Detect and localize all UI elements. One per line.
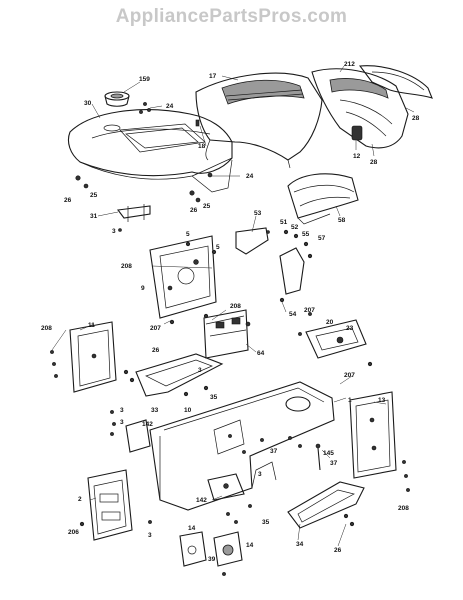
callout-25-right: 25 [203,203,211,210]
callout-24-lower: 24 [246,173,254,180]
hood-part[interactable] [67,109,233,193]
pivot-bolt-part[interactable] [288,436,321,471]
callout-3-b: 3 [120,419,124,426]
callout-17: 17 [209,73,217,80]
callout-34: 34 [296,541,304,548]
callout-25: 25 [90,192,98,199]
callout-33: 33 [151,407,159,414]
callout-26-right: 26 [190,207,198,214]
callout-207: 207 [150,325,161,332]
front-bracket-part[interactable] [110,410,151,453]
hood-screws[interactable] [139,102,151,114]
callout-52: 52 [291,224,299,231]
callout-39: 39 [208,556,216,563]
callout-5-right: 5 [216,244,220,251]
callout-11: 11 [88,322,95,329]
callout-14-right: 14 [246,542,254,549]
callout-207-right: 207 [304,307,315,314]
callout-23: 23 [346,325,354,332]
callout-labels: 159 30 24 17 212 28 18 12 28 24 26 25 25… [41,61,420,563]
callout-13: 13 [378,397,386,404]
callout-51: 51 [280,219,288,226]
callout-10: 10 [184,407,192,414]
footrest-right-part[interactable] [287,481,365,529]
lower-bracket-right-part[interactable] [213,531,243,576]
dash-bracket-part[interactable] [203,309,251,359]
callout-64: 64 [257,350,265,357]
callout-3-bottom: 3 [148,532,152,539]
callout-18: 18 [198,143,206,150]
callout-35-lower: 35 [262,519,270,526]
engine-plate-part[interactable] [149,235,217,325]
callout-142-lower: 142 [196,497,207,504]
callout-35: 35 [210,394,218,401]
callout-12: 12 [353,153,361,160]
callout-207-lower: 207 [344,372,355,379]
dash-panel-part[interactable] [195,72,323,169]
lift-bracket-part[interactable] [279,229,313,303]
hood-mount-hardware[interactable] [75,172,213,203]
callout-145: 145 [323,450,334,457]
callout-3-mid: 3 [198,367,202,374]
axle-mount-part[interactable] [207,473,252,524]
callout-26-bottom: 26 [334,547,342,554]
callout-142: 142 [142,421,153,428]
callout-54: 54 [289,311,297,318]
callout-30: 30 [84,100,92,107]
callout-208-left: 208 [41,325,52,332]
steering-bracket-part[interactable] [298,312,373,367]
callout-208-right: 208 [398,505,409,512]
callout-159: 159 [139,76,150,83]
watermark-text: AppliancePartsPros.com [115,6,348,27]
side-panel-part[interactable] [311,68,409,149]
callout-208-mid: 208 [230,303,241,310]
callout-37-right: 37 [330,460,338,467]
callout-26-mid: 26 [152,347,160,354]
callout-55: 55 [302,231,310,238]
callout-3: 3 [112,228,116,235]
callout-28: 28 [412,115,420,122]
callout-14: 14 [188,525,196,532]
front-plate-part[interactable] [79,469,152,541]
main-frame-part[interactable] [149,381,335,511]
callout-28-lower: 28 [370,159,378,166]
heat-shield-part[interactable] [287,173,359,225]
callout-53: 53 [254,210,262,217]
side-panel-right-part[interactable] [358,65,433,99]
callout-3-a: 3 [120,407,124,414]
callout-20: 20 [326,319,334,326]
fuel-cap-part[interactable] [104,91,130,107]
callout-208: 208 [121,263,132,270]
callout-9: 9 [141,285,145,292]
callout-58: 58 [338,217,346,224]
lower-bracket-left-part[interactable] [179,531,207,567]
callout-31: 31 [90,213,98,220]
pedal-bracket-part[interactable] [235,227,270,255]
callout-206: 206 [68,529,79,536]
leader-lines [51,65,415,547]
right-support-part[interactable] [349,391,410,492]
footrest-left-part[interactable] [123,353,224,397]
callout-2: 2 [78,496,82,503]
callout-3-lower: 3 [258,471,262,478]
callout-57: 57 [318,235,326,242]
callout-5: 5 [186,231,190,238]
callout-37: 37 [270,448,278,455]
callout-212: 212 [344,61,355,68]
callout-24: 24 [166,103,174,110]
hood-bracket-part[interactable] [116,204,151,232]
callout-26: 26 [64,197,72,204]
callout-1: 1 [348,397,352,404]
left-support-part[interactable] [50,321,117,393]
